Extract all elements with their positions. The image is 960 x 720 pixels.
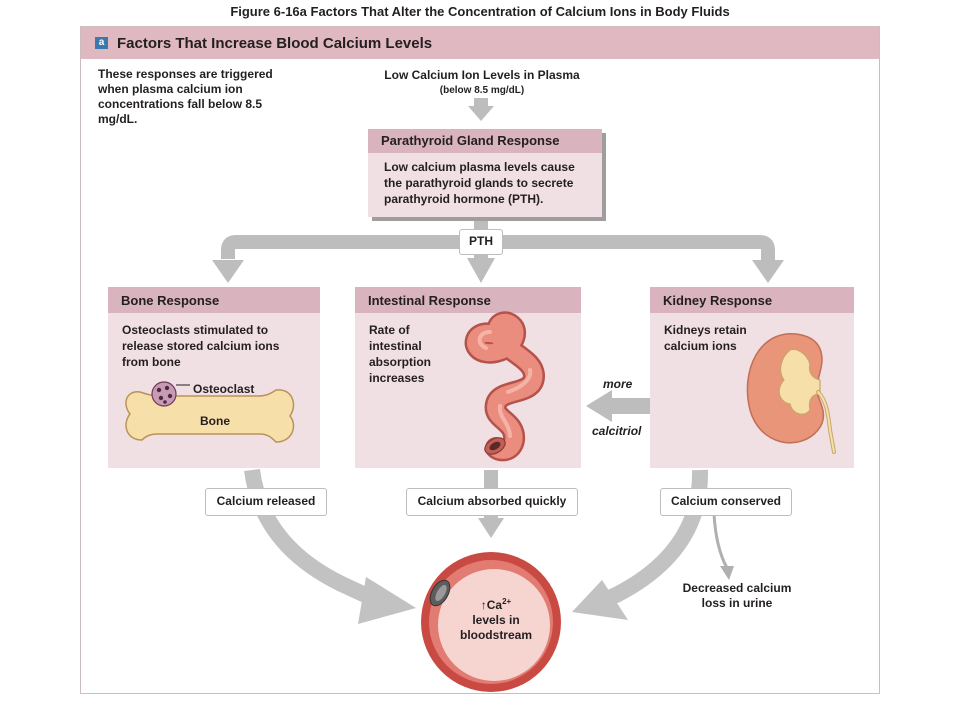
intestinal-response-text: Rate of intestinal absorption increases [369, 323, 431, 385]
stimulus-label: Low Calcium Ion Levels in Plasma [384, 68, 580, 82]
result-line-3: bloodstream [459, 628, 532, 642]
intestine-illustration [464, 311, 545, 462]
parathyroid-title: Parathyroid Gland Response [368, 129, 602, 153]
calcium-ion-symbol: Ca [486, 598, 503, 612]
osteoclast-illustration [151, 381, 190, 407]
kidney-response-title: Kidney Response [650, 287, 854, 313]
bone-response-title: Bone Response [108, 287, 320, 313]
stimulus-arrow [468, 98, 494, 121]
pth-arrowheads [212, 258, 784, 283]
bone-response-text: Osteoclasts stimulated to release stored… [122, 323, 280, 369]
calcium-increase-line: ↑Ca2+ [441, 594, 551, 613]
parathyroid-text: Low calcium plasma levels cause the para… [368, 153, 602, 217]
intestine-opening [484, 437, 506, 455]
stimulus-sublabel: (below 8.5 mg/dL) [439, 85, 525, 96]
blood-vessel-illustration [421, 552, 561, 692]
bloodstream-result: ↑Ca2+ levels in bloodstream [441, 594, 551, 643]
osteoclast-label: Osteoclast [193, 382, 255, 396]
figure-title: Figure 6-16a Factors That Alter the Conc… [230, 4, 730, 19]
result-line-2: levels in [472, 613, 520, 627]
panel-title: Factors That Increase Blood Calcium Leve… [117, 35, 433, 52]
pth-label: PTH [459, 229, 503, 255]
panel-tag: a [95, 37, 108, 49]
kidney-outcome-label: Calcium conserved [660, 488, 792, 516]
calcitriol-arrow-top-label: more [603, 377, 633, 391]
calcitriol-arrow [586, 390, 650, 422]
intestinal-response-title: Intestinal Response [355, 287, 581, 313]
bone-label: Bone [200, 414, 230, 428]
calcium-charge: 2+ [502, 597, 512, 606]
urine-loss-note: Decreased calcium loss in urine [682, 581, 792, 610]
intestine-outcome-label: Calcium absorbed quickly [406, 488, 578, 516]
bone-outcome-label: Calcium released [205, 488, 327, 516]
calcitriol-arrow-bottom-label: calcitriol [592, 424, 642, 438]
kidney-illustration [746, 333, 836, 454]
kidney-response-text: Kidneys retain calcium ions [664, 323, 747, 353]
panel-header: a Factors That Increase Blood Calcium Le… [81, 27, 879, 59]
increase-arrow-icon: ↑ [480, 598, 487, 612]
intro-text: These responses are triggered when plasm… [98, 67, 273, 126]
urine-loss-arrow [712, 513, 734, 580]
